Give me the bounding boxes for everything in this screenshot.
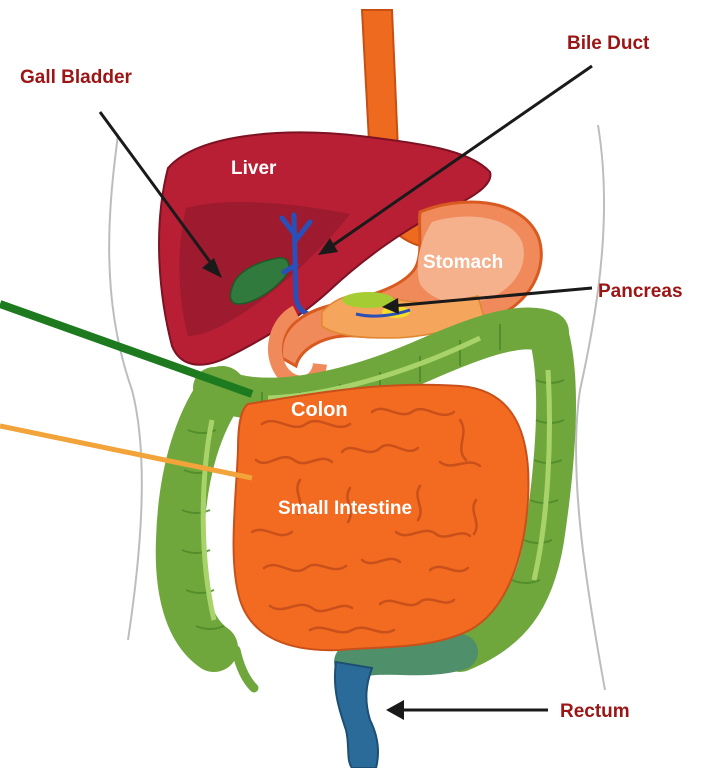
label-small-intestine: Small Intestine	[278, 498, 412, 519]
arrowhead-rectum	[386, 700, 404, 720]
label-pancreas: Pancreas	[598, 281, 683, 302]
appendix	[236, 650, 254, 688]
label-liver: Liver	[231, 158, 277, 179]
label-stomach: Stomach	[423, 252, 503, 273]
rectum	[335, 662, 378, 768]
label-bile-duct: Bile Duct	[567, 33, 650, 54]
label-colon: Colon	[291, 399, 348, 421]
label-gall-bladder: Gall Bladder	[20, 67, 133, 88]
label-rectum: Rectum	[560, 701, 630, 722]
